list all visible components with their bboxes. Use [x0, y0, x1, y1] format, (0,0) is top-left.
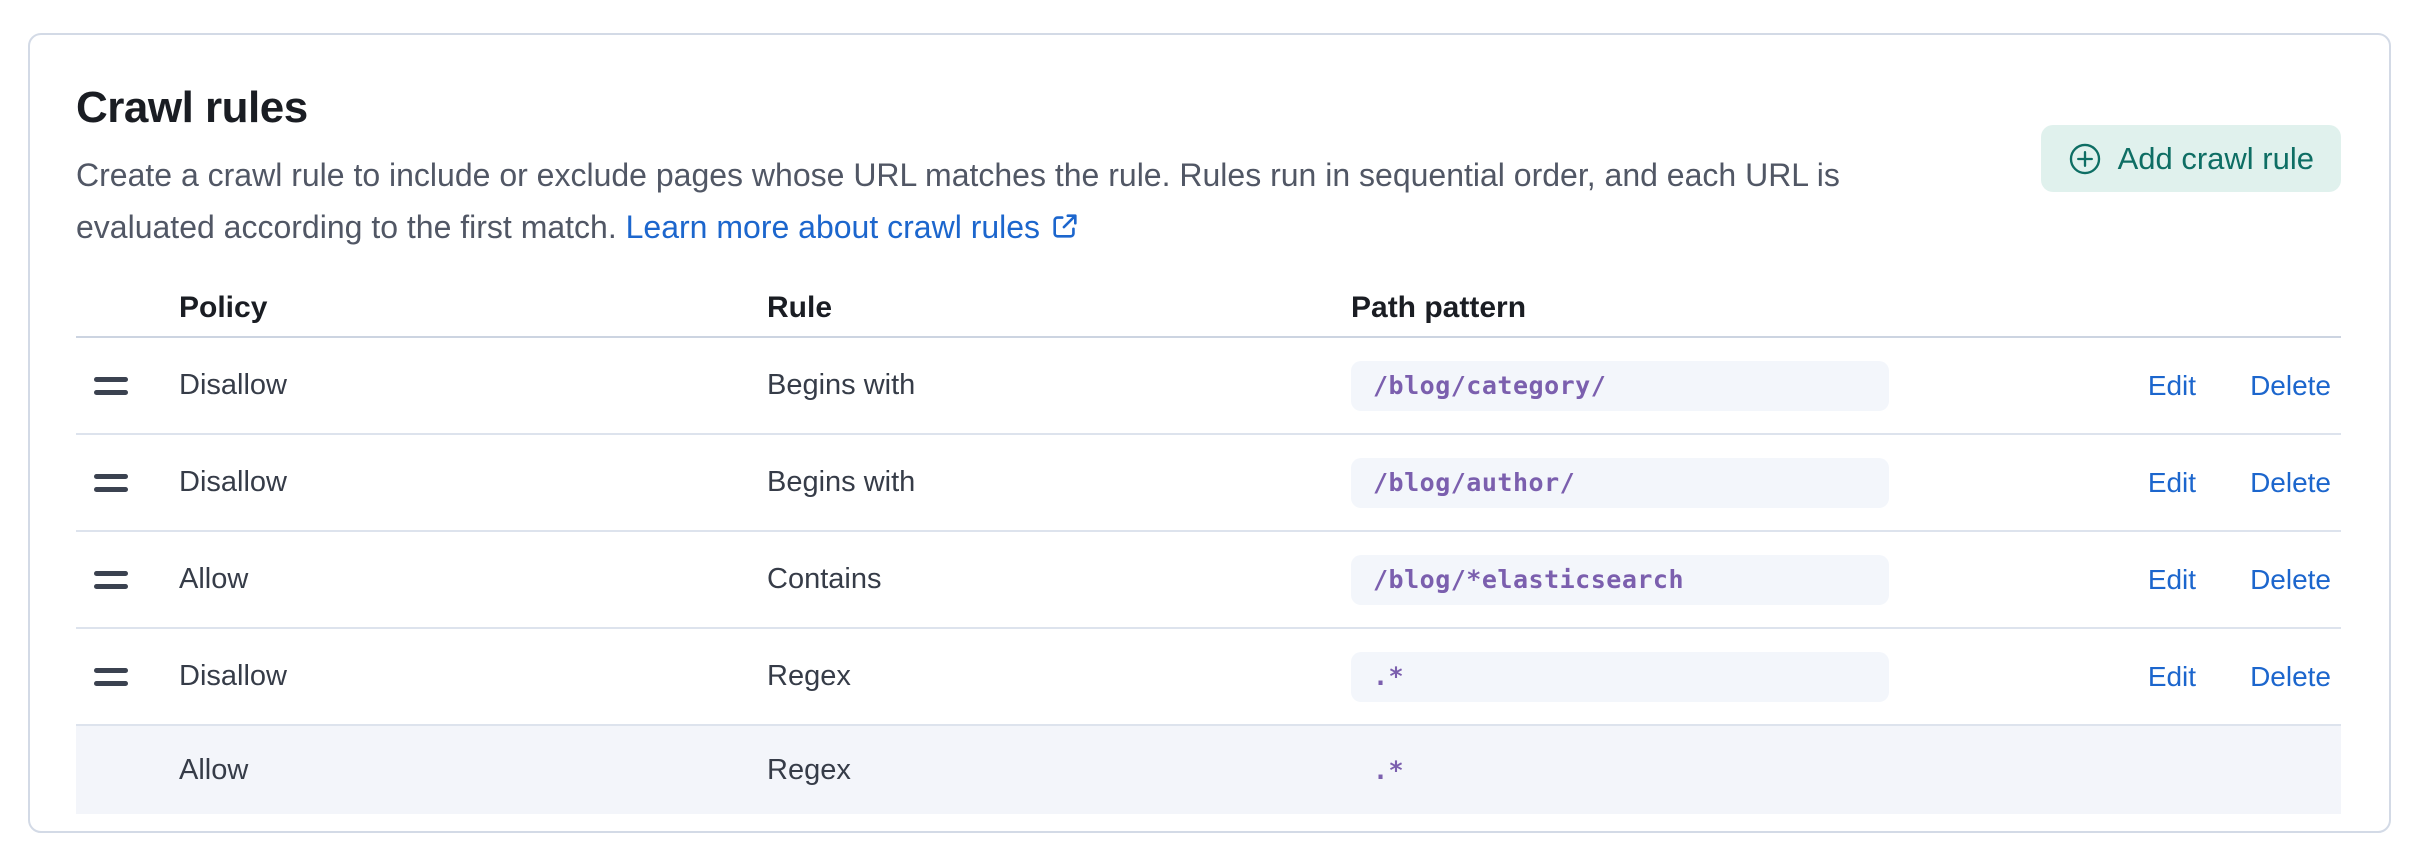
policy-value: Disallow — [179, 369, 287, 401]
delete-link[interactable]: Delete — [2250, 660, 2331, 692]
description-line-2: evaluated according to the first match. — [76, 209, 617, 245]
table-row: Disallow Begins with /blog/author/ Edit … — [76, 435, 2341, 532]
header-path-pattern: Path pattern — [1351, 291, 1527, 324]
crawl-rules-table: Policy Rule Path pattern Disallow Begins… — [76, 280, 2341, 814]
drag-handle-icon[interactable] — [94, 376, 128, 395]
rule-value: Begins with — [767, 369, 916, 401]
table-header-row: Policy Rule Path pattern — [76, 280, 2341, 338]
page-title: Crawl rules — [76, 83, 308, 132]
path-pattern-value: /blog/author/ — [1351, 457, 1889, 508]
header-rule: Rule — [767, 291, 833, 324]
table-row: Allow Contains /blog/*elasticsearch Edit… — [76, 532, 2341, 629]
edit-link[interactable]: Edit — [2147, 660, 2197, 692]
path-pattern-value: .* — [1351, 651, 1889, 702]
external-link-icon — [1050, 204, 1080, 256]
policy-value: Disallow — [179, 466, 287, 498]
drag-handle-icon[interactable] — [94, 473, 128, 492]
table-row: Disallow Regex .* Edit Delete — [76, 629, 2341, 726]
policy-value: Disallow — [179, 660, 287, 692]
panel-description: Create a crawl rule to include or exclud… — [76, 149, 2341, 256]
delete-link[interactable]: Delete — [2250, 563, 2331, 595]
rule-value: Contains — [767, 563, 882, 595]
path-pattern-value: /blog/category/ — [1351, 360, 1889, 411]
table-row: Disallow Begins with /blog/category/ Edi… — [76, 338, 2341, 435]
policy-value: Allow — [179, 753, 249, 786]
add-crawl-rule-button[interactable]: Add crawl rule — [2040, 125, 2341, 192]
plus-circle-icon — [2068, 142, 2102, 176]
header-policy: Policy — [179, 291, 268, 324]
rule-value: Begins with — [767, 466, 916, 498]
policy-value: Allow — [179, 563, 249, 595]
crawl-rules-panel: Crawl rules Create a crawl rule to inclu… — [28, 33, 2391, 833]
drag-handle-icon[interactable] — [94, 667, 128, 686]
edit-link[interactable]: Edit — [2147, 466, 2197, 498]
rule-value: Regex — [767, 660, 851, 692]
edit-link[interactable]: Edit — [2147, 563, 2197, 595]
drag-handle-icon[interactable] — [94, 570, 128, 589]
table-row-default-rule: Allow Regex .* — [76, 726, 2341, 814]
description-line-1: Create a crawl rule to include or exclud… — [76, 157, 1840, 193]
edit-link[interactable]: Edit — [2147, 369, 2197, 401]
path-pattern-value: .* — [1373, 755, 1405, 785]
learn-more-link[interactable]: Learn more about crawl rules — [626, 209, 1080, 245]
panel-header: Crawl rules Create a crawl rule to inclu… — [76, 81, 2341, 256]
delete-link[interactable]: Delete — [2250, 466, 2331, 498]
path-pattern-value: /blog/*elasticsearch — [1351, 554, 1889, 605]
delete-link[interactable]: Delete — [2250, 369, 2331, 401]
rule-value: Regex — [767, 753, 851, 786]
